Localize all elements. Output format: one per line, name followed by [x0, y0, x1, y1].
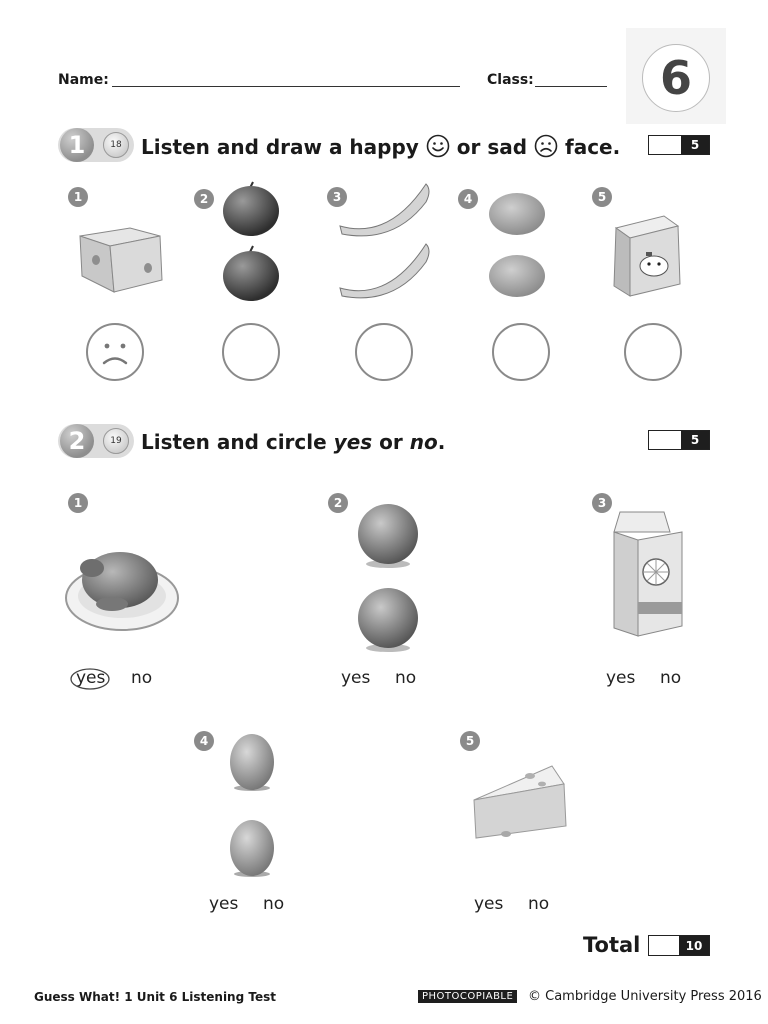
answer-no[interactable]: no — [660, 668, 682, 688]
item-number: 3 — [592, 493, 612, 513]
answer-no[interactable]: no — [528, 894, 550, 914]
class-line[interactable] — [535, 86, 607, 87]
item-number: 4 — [458, 189, 478, 209]
item-number: 3 — [327, 187, 347, 207]
answer-yes[interactable]: yes — [76, 668, 106, 688]
answer-no[interactable]: no — [395, 668, 417, 688]
item-number: 2 — [328, 493, 348, 513]
answer-no[interactable]: no — [131, 668, 153, 688]
juice-carton-picture — [613, 511, 683, 637]
item-number: 2 — [194, 189, 214, 209]
total-score-box: 10 — [648, 935, 710, 956]
item-number: 1 — [68, 187, 88, 207]
answer-circle[interactable] — [222, 323, 280, 381]
instruction-no: no — [409, 430, 438, 454]
answer-no[interactable]: no — [263, 894, 285, 914]
apples-picture — [223, 181, 279, 301]
sad-face-icon — [102, 343, 128, 365]
score-value: 5 — [681, 431, 709, 449]
instruction-text: or sad — [456, 135, 528, 159]
instruction-text: Listen and circle — [141, 430, 327, 454]
score-blank[interactable] — [649, 936, 679, 955]
item-number: 5 — [592, 187, 612, 207]
score-value: 5 — [681, 136, 709, 154]
potatoes-picture — [489, 193, 545, 297]
section1-number: 1 — [60, 128, 94, 162]
section1-track-icon: 18 — [103, 132, 129, 158]
answer-circle[interactable] — [86, 323, 144, 381]
class-label: Class: — [487, 72, 534, 88]
bananas-picture — [339, 183, 430, 299]
instruction-text: . — [437, 430, 446, 454]
score-value: 10 — [679, 936, 709, 955]
happy-face-icon — [426, 134, 450, 158]
answer-circle[interactable] — [355, 323, 413, 381]
section2-track-icon: 19 — [103, 428, 129, 454]
section2-number: 2 — [60, 424, 94, 458]
roast-chicken-picture — [65, 552, 179, 631]
unit-number: 6 — [642, 44, 710, 112]
milk-carton-picture — [613, 215, 681, 297]
score-blank[interactable] — [649, 136, 681, 154]
answer-circle[interactable] — [624, 323, 682, 381]
cheese-wedge-picture — [473, 765, 567, 839]
instruction-text: or — [379, 430, 403, 454]
name-line[interactable] — [112, 86, 460, 87]
section2-score-box: 5 — [648, 430, 710, 450]
answer-yes[interactable]: yes — [474, 894, 504, 914]
item-number: 5 — [460, 731, 480, 751]
total-label: Total — [583, 933, 641, 957]
answer-yes[interactable]: yes — [606, 668, 636, 688]
section1-instruction: Listen and draw a happy or sad face. — [141, 134, 620, 159]
answer-yes[interactable]: yes — [341, 668, 371, 688]
oranges-picture — [358, 504, 418, 652]
copyright: © Cambridge University Press 2016 — [528, 989, 762, 1004]
instruction-text: Listen and draw a happy — [141, 135, 419, 159]
score-blank[interactable] — [649, 431, 681, 449]
sad-face-icon — [534, 134, 558, 158]
answer-circle[interactable] — [492, 323, 550, 381]
section2-instruction: Listen and circle yes or no. — [141, 430, 445, 454]
cheese-block-picture — [79, 227, 163, 293]
section1-score-box: 5 — [648, 135, 710, 155]
photocopiable-badge: PHOTOCOPIABLE — [418, 990, 518, 1003]
eggs-picture — [230, 734, 274, 877]
circled-answer-mark — [70, 668, 110, 690]
item-number: 1 — [68, 493, 88, 513]
instruction-text: face. — [565, 135, 621, 159]
footer-title: Guess What! 1 Unit 6 Listening Test — [34, 990, 276, 1004]
instruction-yes: yes — [333, 430, 373, 454]
name-label: Name: — [58, 72, 109, 88]
answer-yes[interactable]: yes — [209, 894, 239, 914]
item-number: 4 — [194, 731, 214, 751]
